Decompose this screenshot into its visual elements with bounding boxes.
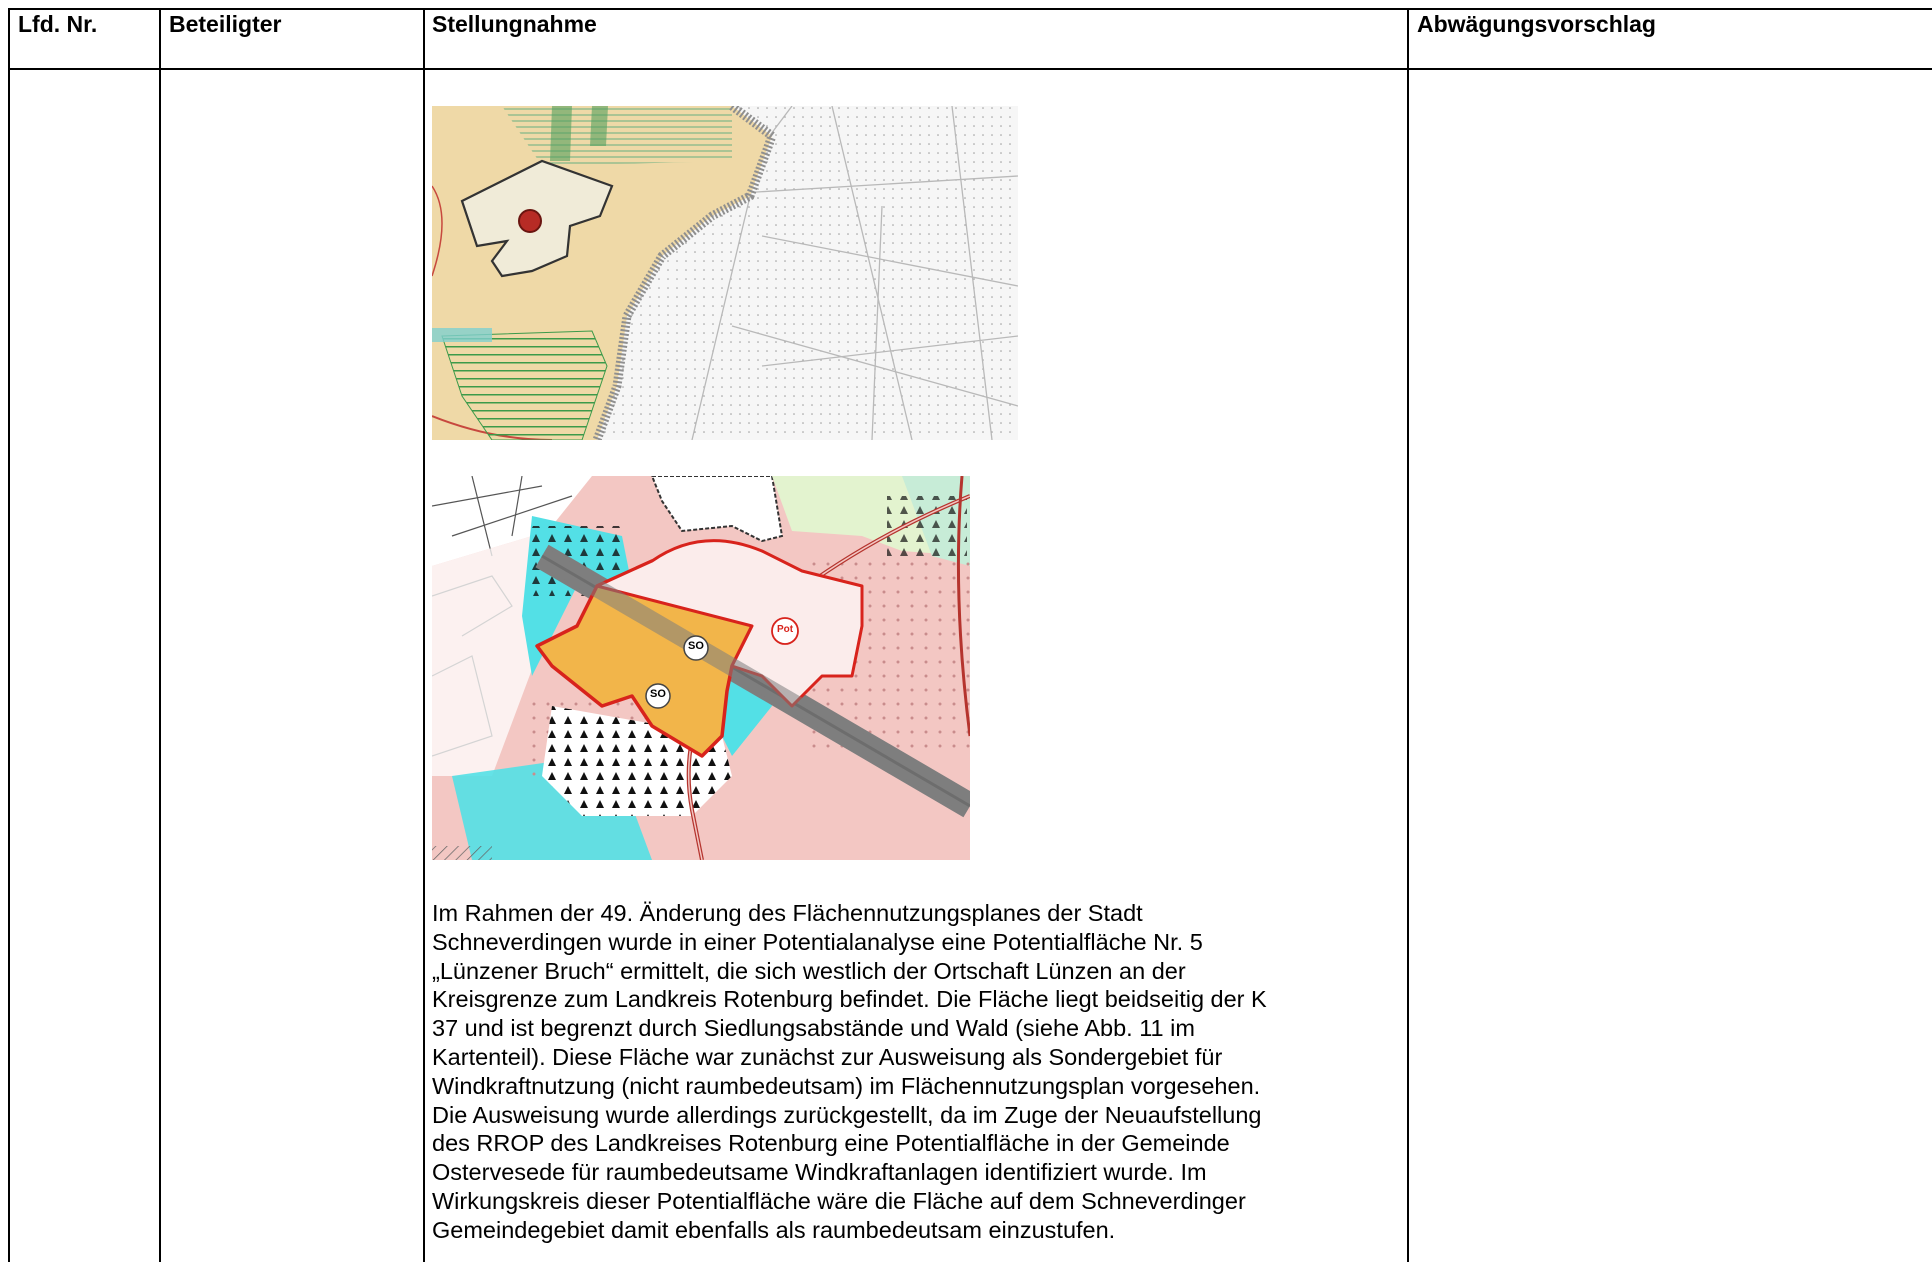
map-fnp-excerpt: SO SO Pot xyxy=(432,476,970,860)
text-line: Ostervesede für raumbedeutsame Windkraft… xyxy=(432,1159,1207,1186)
text-line: 37 und ist begrenzt durch Siedlungsabstä… xyxy=(432,1015,1195,1042)
col-border-left xyxy=(8,8,10,1262)
text-line: Wirkungskreis dieser Potentialfläche wär… xyxy=(432,1187,1246,1214)
text-line: Windkraftnutzung (nicht raumbedeutsam) i… xyxy=(432,1072,1261,1099)
header-beteiligter: Beteiligter xyxy=(169,11,282,37)
text-line: Gemeindegebiet damit ebenfalls als raumb… xyxy=(432,1216,1116,1243)
text-line: des RROP des Landkreises Rotenburg eine … xyxy=(432,1130,1230,1157)
so-label-2: SO xyxy=(650,688,666,700)
map-fnp-svg xyxy=(432,476,970,860)
text-line: Kreisgrenze zum Landkreis Rotenburg befi… xyxy=(432,986,1267,1013)
header-lfd-nr: Lfd. Nr. xyxy=(18,11,98,37)
text-line: Im Rahmen der 49. Änderung des Flächennu… xyxy=(432,900,1143,926)
header-abwaegungsvorschlag: Abwägungsvorschlag xyxy=(1417,11,1656,37)
map-rrop-excerpt xyxy=(432,106,1018,440)
header-bottom-border xyxy=(8,68,1932,70)
header-stellungnahme: Stellungnahme xyxy=(432,11,597,37)
col-border-1 xyxy=(159,8,161,1262)
pot-label: Pot xyxy=(776,624,794,635)
text-line: Kartenteil). Diese Fläche war zunächst z… xyxy=(432,1043,1223,1070)
table-top-border xyxy=(8,8,1932,10)
text-line: Schneverdingen wurde in einer Potentiala… xyxy=(432,928,1203,955)
col-border-3 xyxy=(1407,8,1409,1262)
text-line: „Lünzener Bruch“ ermittelt, die sich wes… xyxy=(432,957,1186,984)
stellungnahme-paragraph: Im Rahmen der 49. Änderung des Flächennu… xyxy=(432,899,1392,1245)
text-line: Die Ausweisung wurde allerdings zurückge… xyxy=(432,1101,1262,1128)
map-rrop-svg xyxy=(432,106,1018,440)
col-border-2 xyxy=(423,8,425,1262)
so-label-1: SO xyxy=(688,640,704,652)
